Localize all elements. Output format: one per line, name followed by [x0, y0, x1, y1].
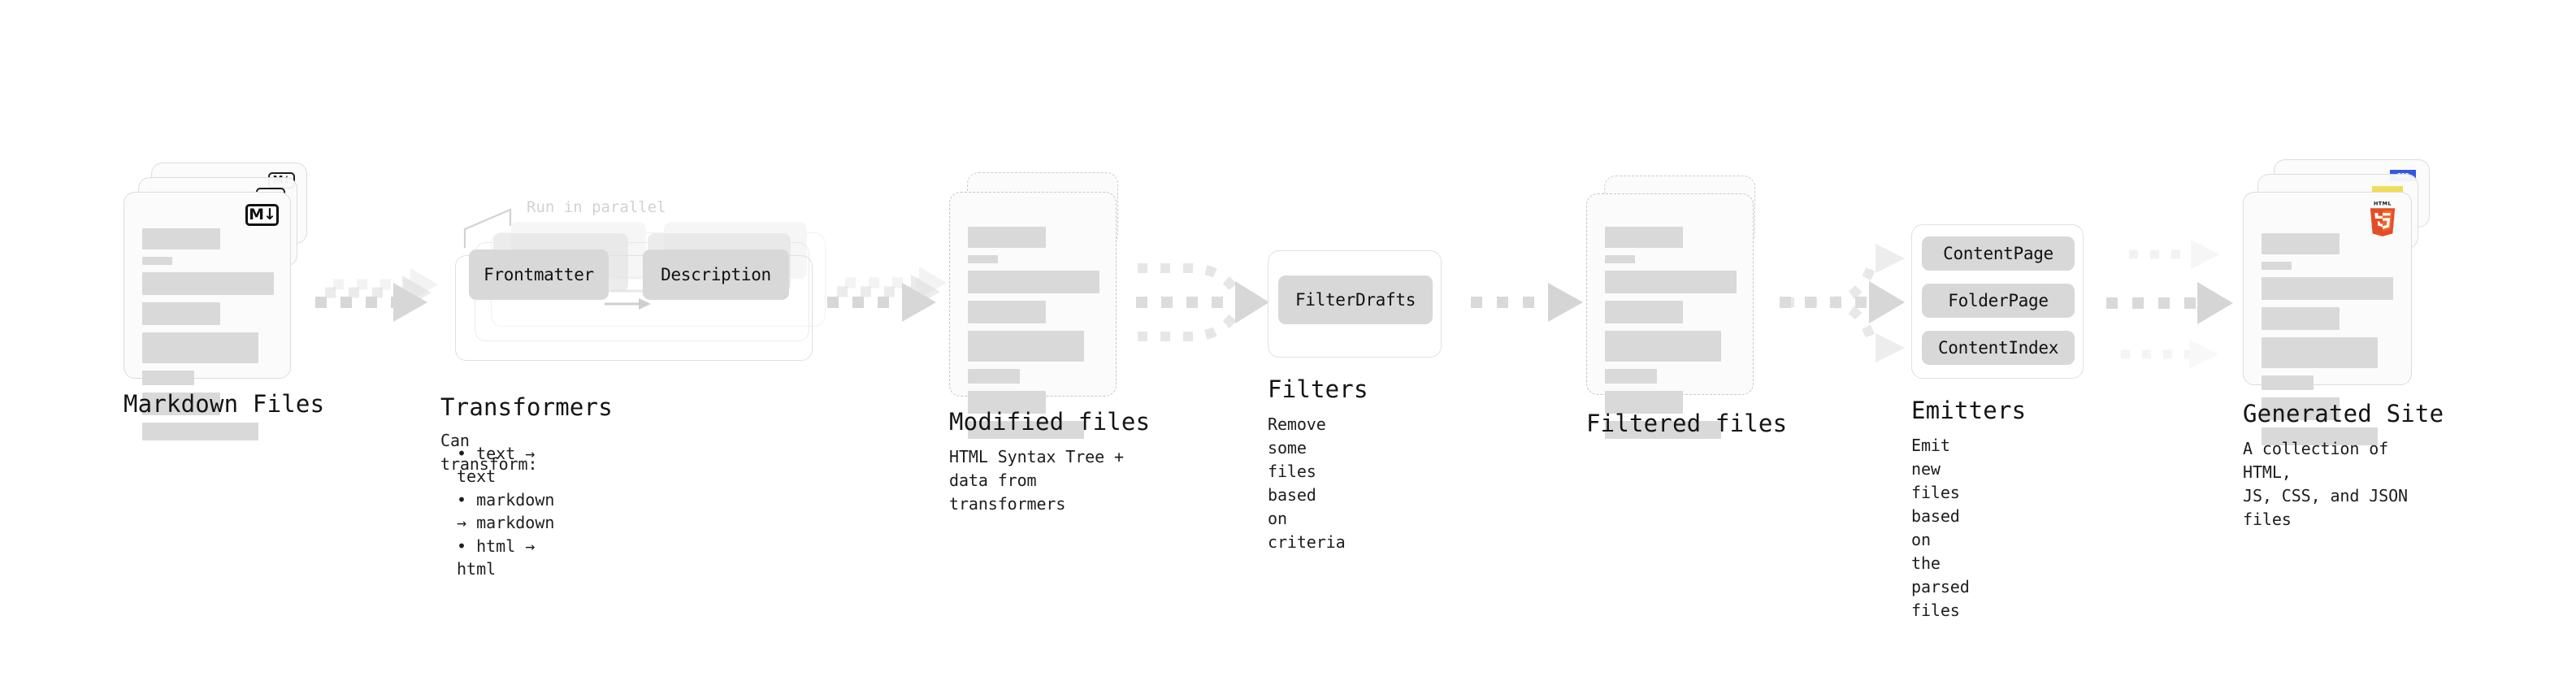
stage-title-emitters: Emitters: [1911, 397, 2027, 424]
transformers-subtitle: Can transform:: [440, 431, 538, 474]
stage-generated-site: CSS HTML: [2243, 159, 2446, 529]
content-bar: [1605, 301, 1683, 323]
content-bar: [968, 301, 1046, 323]
svg-text:HTML: HTML: [2374, 201, 2392, 206]
content-bar: [2262, 277, 2393, 300]
content-bar: [968, 369, 1020, 384]
emitter-plugin-label: FolderPage: [1948, 291, 2049, 310]
content-bar: [2262, 375, 2314, 390]
modified-card-stack: [949, 172, 1136, 439]
content-bar: [142, 423, 258, 440]
modified-card-front: [949, 192, 1117, 439]
emitter-plugin-label: ContentPage: [1943, 244, 2053, 263]
content-bar: [1605, 421, 1721, 439]
content-bar: [2262, 427, 2378, 445]
transformers-bullet-list: • text → text • markdown → markdown • ht…: [457, 442, 554, 580]
list-item: • text → text: [457, 444, 536, 487]
filter-plugin-filterdrafts[interactable]: FilterDrafts: [1278, 275, 1433, 324]
emitter-plugin-contentindex[interactable]: ContentIndex: [1922, 331, 2075, 365]
transformer-plugin-label: Description: [661, 265, 771, 284]
content-bar: [968, 271, 1099, 293]
connector-emitters-to-site: [2106, 240, 2233, 369]
content-bar: [968, 331, 1084, 362]
content-bar: [2262, 337, 2378, 368]
filter-plugin-label: FilterDrafts: [1295, 290, 1416, 310]
stage-title-filtered-files: Filtered files: [1586, 410, 1788, 437]
site-card-front: HTML: [2243, 192, 2412, 445]
markdown-card-front: M↓: [124, 192, 291, 440]
filtered-card-content: [1605, 227, 1737, 446]
content-bar: [1605, 255, 1635, 263]
stage-title-modified-files: Modified files: [949, 408, 1151, 436]
html5-icon-svg: HTML: [2370, 200, 2396, 236]
markdown-card-stack: M↓ M↓ M↓: [124, 163, 319, 440]
connector-md-to-transformers: [315, 268, 438, 322]
emitters-group-box: ContentPage FolderPage ContentIndex: [1911, 224, 2084, 379]
content-bar: [1605, 369, 1657, 384]
transformer-group-front: Frontmatter Description: [455, 249, 813, 361]
emitters-subtitle: Emit new files based on the parsed files: [1911, 436, 1970, 620]
run-in-parallel-label: Run in parallel: [527, 198, 666, 216]
content-bar: [1605, 391, 1683, 414]
html5-icon: HTML: [2366, 200, 2400, 240]
emitter-plugin-folderpage[interactable]: FolderPage: [1922, 284, 2075, 318]
markdown-card-content: [142, 228, 274, 448]
connector-modified-to-filters: [1136, 263, 1269, 341]
content-bar: [142, 332, 258, 363]
modified-card-content: [968, 227, 1099, 446]
bullet-label: html → html: [457, 536, 536, 579]
connector-filters-to-filtered: [1471, 283, 1583, 322]
stage-title-filters: Filters: [1268, 375, 1368, 403]
content-bar: [2262, 307, 2340, 330]
stage-title-generated-site: Generated Site: [2243, 400, 2444, 427]
markdown-badge-glyph: M↓: [249, 206, 276, 223]
markdown-badge-icon: M↓: [245, 204, 279, 226]
stage-filtered-files: Filtered files: [1586, 176, 1787, 439]
content-bar: [142, 302, 220, 325]
content-bar: [1605, 227, 1683, 248]
transformer-plugin-frontmatter[interactable]: Frontmatter: [469, 249, 609, 300]
filters-subtitle: Remove some files based on criteria: [1268, 414, 1346, 552]
filtered-card-front: [1586, 193, 1754, 439]
connector-transformers-to-modified: [827, 267, 947, 322]
content-bar: [142, 272, 274, 295]
content-bar: [2262, 397, 2340, 420]
content-bar: [142, 257, 172, 265]
transformer-plugin-description[interactable]: Description: [643, 249, 789, 300]
list-item: • markdown → markdown: [457, 489, 555, 533]
content-bar: [2262, 262, 2292, 270]
bullet-label: markdown → markdown: [457, 489, 555, 533]
bullet-label: text → text: [457, 444, 536, 487]
content-bar: [142, 371, 194, 385]
filtered-card-stack: [1586, 176, 1773, 439]
stage-markdown-files: M↓ M↓ M↓: [124, 163, 324, 440]
content-bar: [968, 255, 998, 263]
content-bar: [1605, 331, 1721, 362]
emitter-plugin-label: ContentIndex: [1937, 338, 2059, 358]
list-item: • html → html: [457, 536, 536, 579]
content-bar: [1605, 271, 1737, 293]
generated-site-subtitle: A collection of HTML, JS, CSS, and JSON …: [2243, 439, 2408, 529]
site-card-content: [2262, 233, 2393, 453]
stage-modified-files: Modified files HTML Syntax Tree + data f…: [949, 172, 1150, 514]
filters-group-box: FilterDrafts: [1268, 250, 1442, 358]
transformer-plugin-label: Frontmatter: [484, 265, 594, 284]
content-bar: [968, 391, 1046, 414]
emitter-plugin-contentpage[interactable]: ContentPage: [1922, 236, 2075, 271]
site-card-stack: CSS HTML: [2243, 159, 2446, 445]
modified-files-subtitle: HTML Syntax Tree + data from transformer…: [949, 447, 1124, 514]
stage-title-transformers: Transformers: [440, 393, 613, 421]
connector-filtered-to-emitters: [1780, 244, 1905, 362]
content-bar: [142, 393, 220, 415]
stage-title-markdown-files: Markdown Files: [124, 390, 325, 418]
content-bar: [142, 228, 220, 249]
content-bar: [968, 421, 1084, 439]
content-bar: [968, 227, 1046, 248]
content-bar: [2262, 233, 2340, 254]
